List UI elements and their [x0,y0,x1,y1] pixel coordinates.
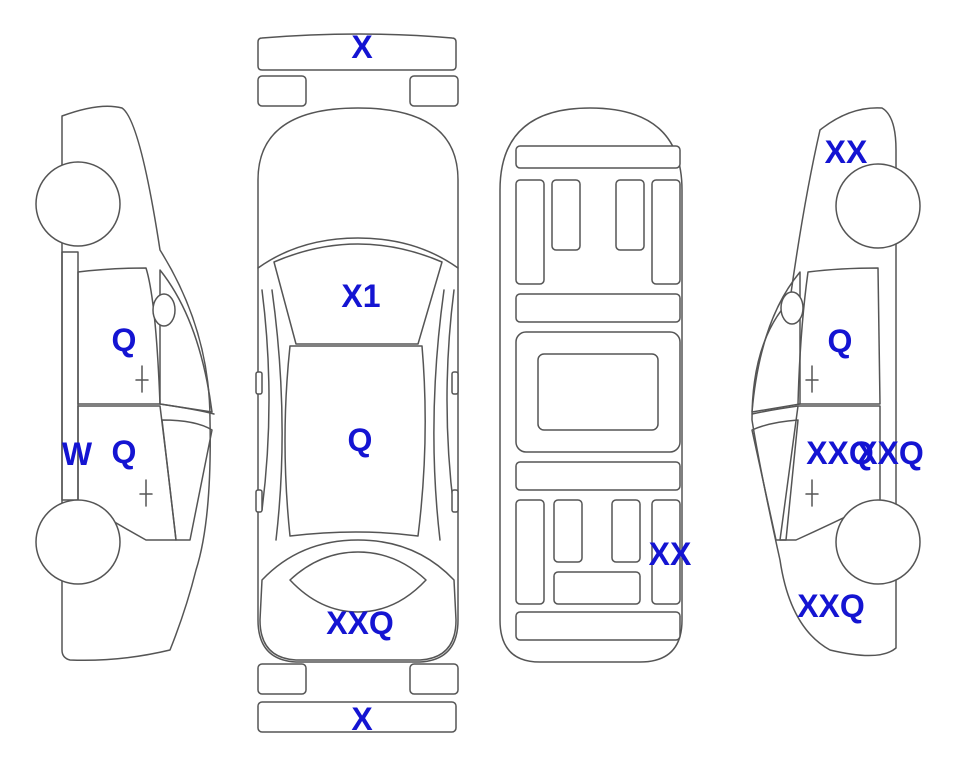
label-floor-rear-right: XX [649,536,692,572]
top-view-body [257,107,459,663]
label-right-front-fender: XX [825,134,868,170]
front-left-light [257,75,307,107]
right-mirror [451,371,459,395]
label-front-bumper: X [351,29,373,65]
label-right-quarter: XXQ [797,588,865,624]
right-front-wheel [835,163,921,249]
floor-rear-right-panel[interactable] [651,499,681,605]
label-rear-window: XXQ [326,605,394,641]
label-right-rear-door-b: XXQ [856,435,924,471]
label-right-rear-door: XXQ [806,435,874,471]
rear-left-light [257,663,307,695]
label-left-rocker: W [62,436,93,472]
left-front-wheel [35,161,121,247]
left-mirror [255,371,263,395]
front-bumper[interactable] [257,33,457,71]
windshield-frame [257,237,459,269]
rear-window-area[interactable] [259,539,457,661]
label-left-rear-door: Q [112,434,137,470]
label-left-front-door: Q [112,322,137,358]
left-rear-wheel [35,499,121,585]
front-right-light [409,75,459,107]
label-right-front-door: Q [828,323,853,359]
hood-panel[interactable] [273,243,443,345]
label-rear-bumper: X [351,701,373,737]
label-roof: Q [348,422,373,458]
right-rear-wheel [835,499,921,585]
left-front-door[interactable] [77,267,161,405]
label-hood: X1 [341,278,380,314]
roof-panel[interactable] [284,345,426,537]
rear-bumper[interactable] [257,701,457,733]
rear-right-light [409,663,459,695]
under-panel-1 [515,145,681,169]
